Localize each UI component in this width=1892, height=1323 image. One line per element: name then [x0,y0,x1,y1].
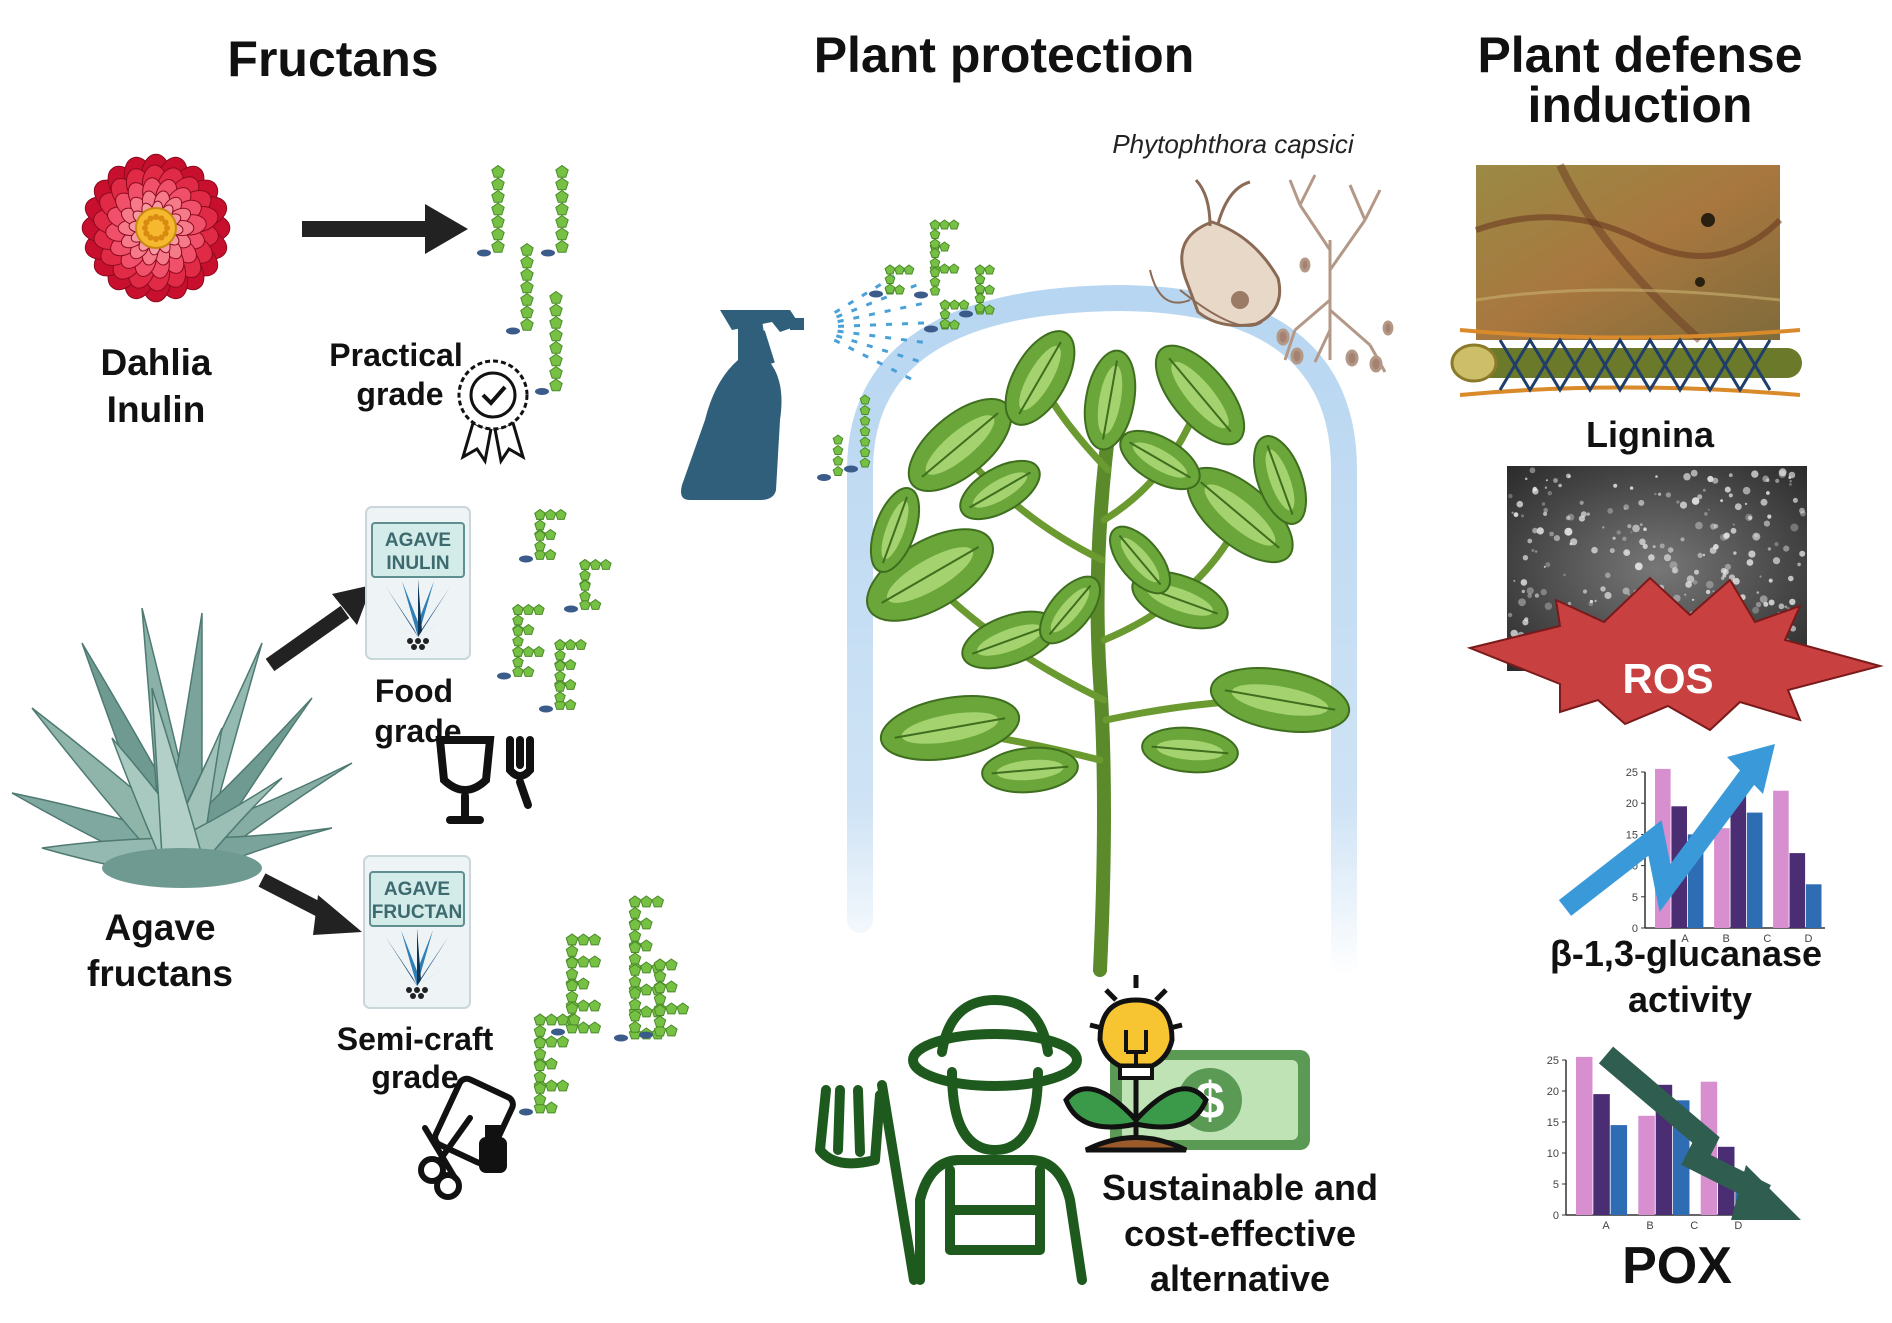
agave-leaves-art-2 [373,928,461,999]
chart-pox-bar [1576,1056,1593,1215]
food-grade-line1: Food [375,673,453,709]
chart-pox-xtick: B [1646,1220,1653,1232]
practical-grade-line2: grade [356,376,443,412]
chart-glucanase-bar [1746,812,1763,928]
agave-fructan-pkg-line1: AGAVE [384,879,450,900]
arrow-dahlia-to-inulin [302,204,468,254]
chart-glucanase-bar [1714,828,1730,928]
agave-inulin-pkg-line1: AGAVE [385,530,451,551]
chart-glucanase-ytick: 20 [1626,798,1638,810]
chart-pox-ytick: 15 [1547,1117,1559,1129]
semicraft-grade-line1: Semi-craft [337,1021,494,1057]
title-plant-defense-line1: Plant defense [1477,27,1802,83]
phytophthora-mycelium-icon [1276,174,1394,373]
farmer-icon [815,995,1087,1285]
chart-glucanase-ytick: 15 [1626,829,1638,841]
arrow-agave-to-inulin [265,585,372,672]
agave-fructan-pkg-line2: FRUCTAN [372,902,462,923]
chart-glucanase-trend-arrow [1558,761,1764,916]
lightbulb-seedling-icon [1063,975,1209,1153]
dahlia-label-line1: Dahlia [100,342,211,383]
agave-fructan-branched-icon [519,895,690,1116]
chart-glucanase-xtick: C [1763,933,1771,945]
agave-plant-icon [11,607,353,888]
sustainable-line1: Sustainable and [1102,1167,1378,1208]
chart-pox-ytick: 0 [1553,1210,1559,1222]
phytophthora-zoospore-icon [1149,178,1282,327]
chart-glucanase-ytick: 0 [1632,923,1638,935]
sustainable-line2: cost-effective [1124,1213,1356,1254]
chart-pox-ytick: 5 [1553,1179,1559,1191]
practical-grade-line1: Practical [329,337,462,373]
chart-pox-bar [1593,1094,1610,1215]
agave-fructan-package-icon: AGAVE FRUCTAN [363,855,471,1009]
certificate-badge-icon [457,359,529,465]
craft-tools-icon [418,1075,516,1200]
arrow-agave-to-fructan [258,873,362,935]
chart-glucanase-bar [1805,884,1822,928]
glucanase-label-line1: β-1,3-glucanase [1550,933,1822,974]
chart-glucanase-bar [1789,853,1806,928]
pathogen-label: Phytophthora capsici [1112,129,1355,159]
chart-pox-ytick: 25 [1547,1055,1559,1067]
lignina-label: Lignina [1586,414,1715,455]
inulin-chains-icon [477,164,569,395]
chart-pox-xtick: A [1602,1220,1610,1232]
dahlia-flower-icon [81,153,231,303]
protective-shield-arch [847,284,1357,988]
chart-pox-bar [1638,1115,1655,1215]
chart-glucanase-xtick: B [1723,933,1730,945]
chart-glucanase-bar [1773,790,1789,928]
agave-label-line2: fructans [87,953,233,994]
ros-label: ROS [1622,655,1713,702]
chart-pox-xtick: C [1690,1220,1698,1232]
chart-glucanase-xtick: D [1805,933,1813,945]
chart-glucanase-ytick: 25 [1626,767,1638,779]
chart-pox-trend-arrow [1598,1046,1771,1205]
agave-label-line1: Agave [104,907,215,948]
sustainable-line3: alternative [1150,1258,1330,1299]
tomato-plant-icon [866,330,1351,977]
pox-label: POX [1622,1237,1732,1295]
sprayed-fructan-chains-icon [817,219,995,481]
agave-inulin-branched-icon [497,508,612,713]
chart-pox-ytick: 20 [1547,1086,1559,1098]
chart-glucanase-bar [1730,787,1747,928]
chart-pox-bar [1610,1125,1628,1215]
ros-burst-icon: ROS [1466,576,1884,732]
pox-bar-chart: 0 5 10 15 20 25A B C D [1547,1046,1801,1232]
semicraft-grade-line2: grade [371,1059,458,1095]
lignin-micrograph-image [1474,163,1783,343]
chart-glucanase-xtick: A [1681,933,1689,945]
chart-glucanase-ytick: 5 [1632,892,1638,904]
agave-leaves-art [374,579,462,650]
chart-pox-xtick: D [1734,1220,1742,1232]
glass-fork-icon [435,736,534,824]
chart-pox-ytick: 10 [1547,1148,1559,1160]
agave-inulin-pkg-line2: INULIN [386,553,449,574]
dahlia-label-line2: Inulin [107,389,206,430]
agave-inulin-package-icon: AGAVE INULIN [365,506,471,660]
glucanase-label-line2: activity [1628,979,1752,1020]
title-plant-protection: Plant protection [814,27,1195,83]
spray-bottle-icon [681,310,804,500]
title-plant-defense-line2: induction [1528,77,1753,133]
lignin-fiber-icon [1450,328,1802,397]
title-fructans: Fructans [227,31,438,87]
